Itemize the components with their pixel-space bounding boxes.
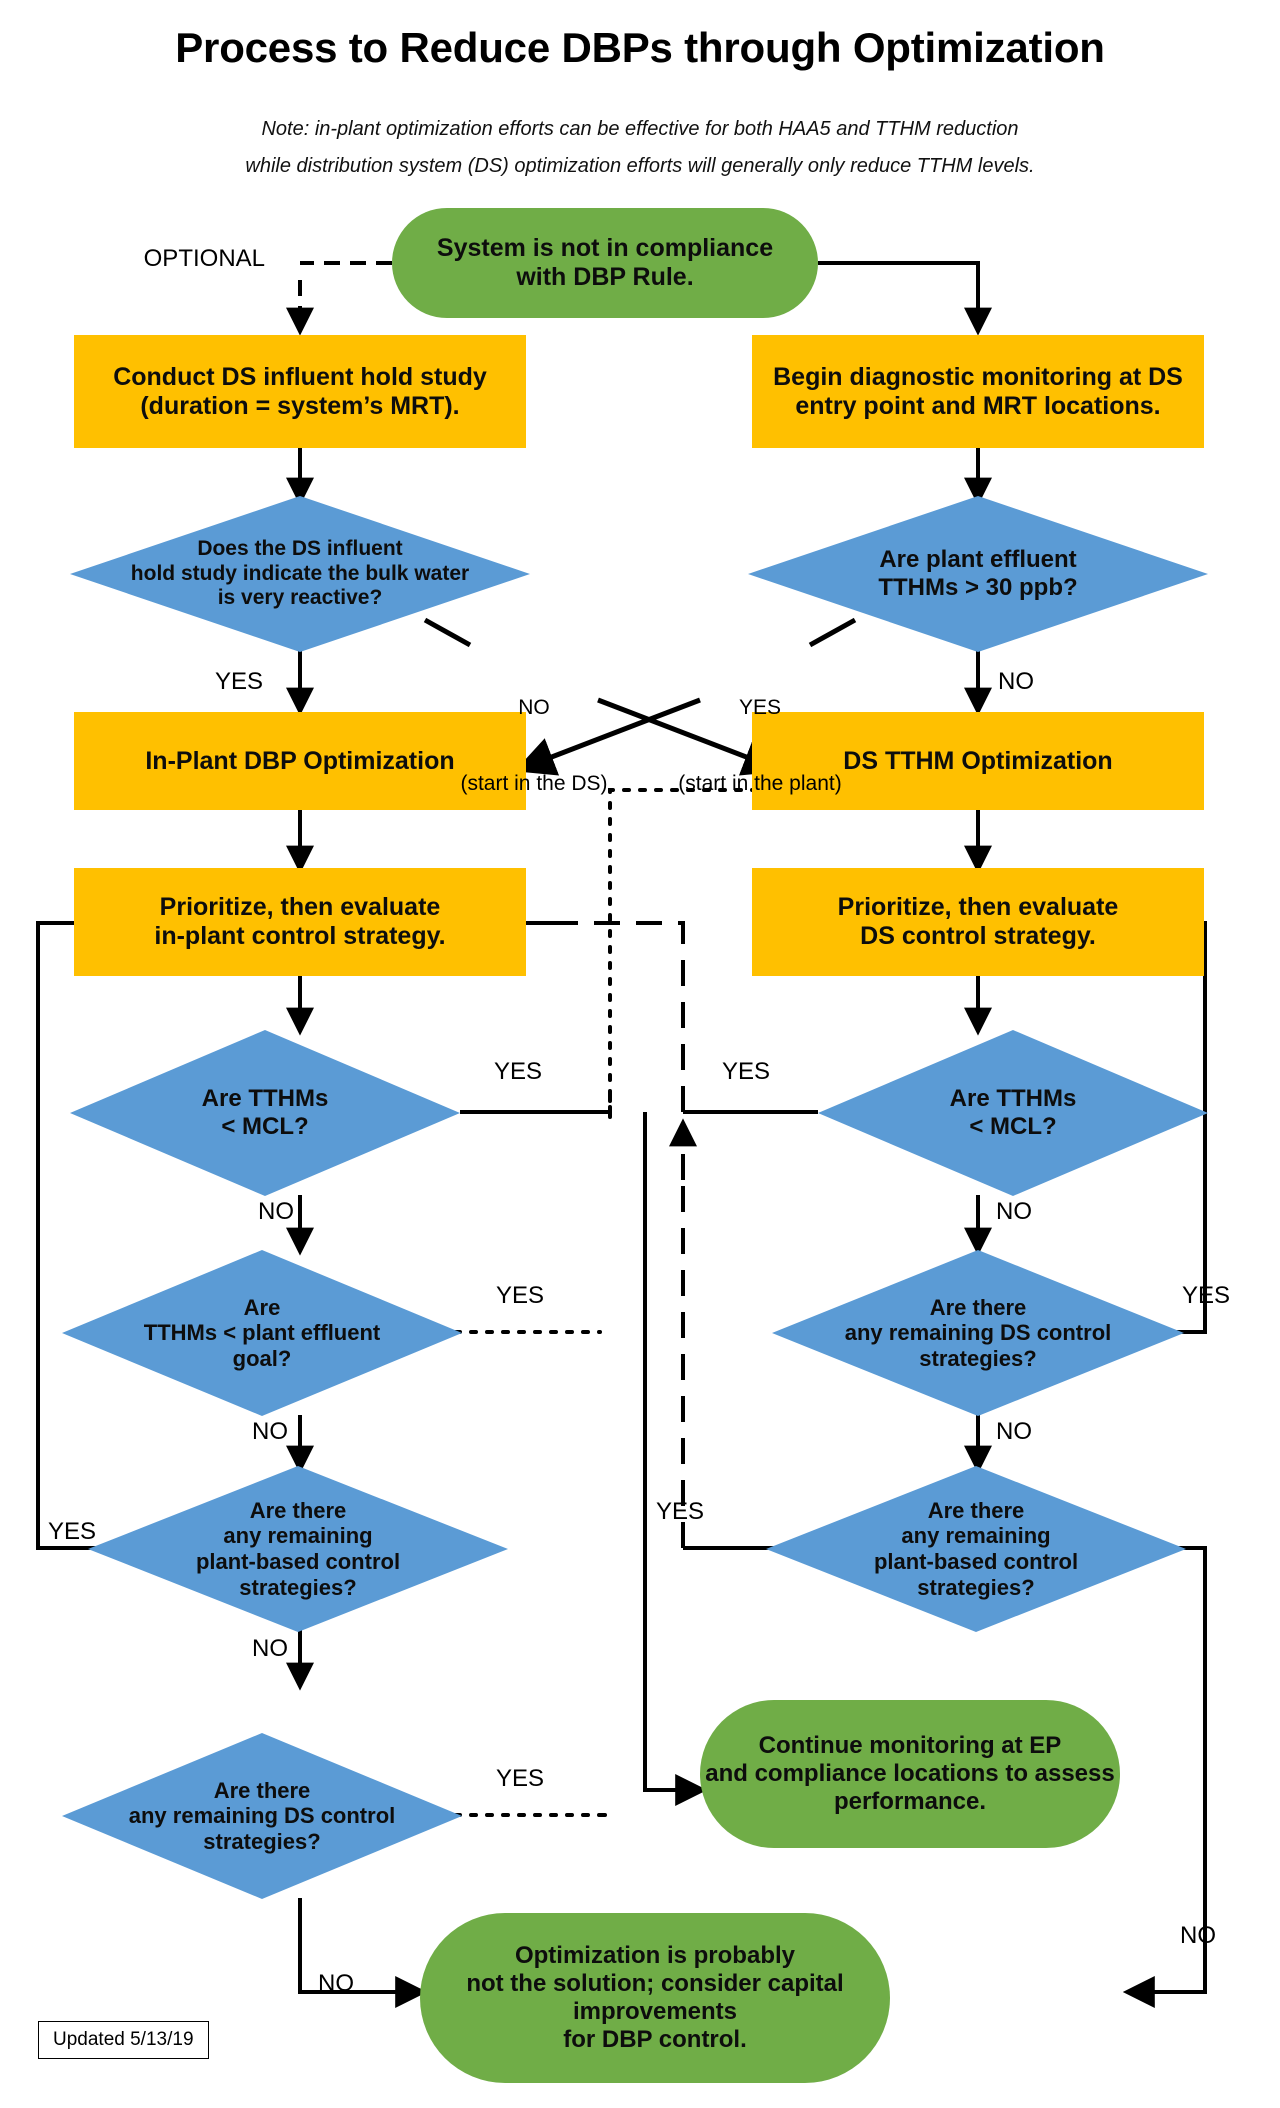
decision-remaining-plant-strategies-left[interactable]: Are there any remaining plant-based cont… [88,1466,508,1632]
edge-label-no-mcl-right: NO [996,1198,1032,1225]
edge-label-start-in-ds: (start in the DS) [460,771,608,795]
edge-label-yes: YES [738,696,782,720]
decision-tthms-below-mcl-right[interactable]: Are TTHMs < MCL? [818,1030,1208,1196]
page-title: Process to Reduce DBPs through Optimizat… [175,24,1105,71]
edge-label-no-mcl-left: NO [258,1198,294,1225]
decision-remaining-plant-strategies-right[interactable]: Are there any remaining plant-based cont… [766,1466,1186,1632]
node-label: Are there any remaining plant-based cont… [873,1497,1079,1600]
edge-label-yes-goal-left: YES [496,1282,545,1309]
node-label: Are TTHMs < MCL? [201,1085,329,1140]
node-start-not-compliant[interactable]: System is not in compliance with DBP Rul… [392,208,818,318]
decision-tthms-below-plant-effluent-goal[interactable]: Are TTHMs < plant effluent goal? [62,1250,462,1416]
decision-ds-influent-reactive[interactable]: Does the DS influent hold study indicate… [70,496,530,652]
node-label: Does the DS influent hold study indicate… [130,537,470,610]
node-label: Are there any remaining DS control strat… [128,1777,396,1854]
edge-label-no: NO [518,696,550,720]
edge-label-no-start-in-ds: NO (start in the DS) [434,645,634,847]
node-label: Prioritize, then evaluate in-plant contr… [154,893,446,950]
edge-label-no-remaining-plant-right: NO [1180,1922,1216,1949]
edge-label-yes-reactive: YES [215,668,264,695]
node-label: Are there any remaining DS control strat… [844,1294,1112,1371]
decision-tthms-below-mcl-left[interactable]: Are TTHMs < MCL? [70,1030,460,1196]
node-label: Prioritize, then evaluate DS control str… [837,893,1119,950]
edge-label-no-goal-left: NO [252,1418,288,1445]
node-begin-diagnostic-monitoring[interactable]: Begin diagnostic monitoring at DS entry … [752,335,1204,448]
edge-label-optional: OPTIONAL [143,245,265,272]
edge-label-yes-remaining-plant-left: YES [48,1518,97,1545]
node-label: Are there any remaining plant-based cont… [195,1497,401,1600]
edge-label-start-in-plant: (start in the plant) [678,771,842,795]
decision-plant-effluent-tthms-30ppb[interactable]: Are plant effluent TTHMs > 30 ppb? [748,496,1208,652]
updated-stamp: Updated 5/13/19 [38,2021,209,2059]
node-label: System is not in compliance with DBP Rul… [436,234,774,291]
node-prioritize-ds-strategy[interactable]: Prioritize, then evaluate DS control str… [752,868,1204,976]
node-label: In-Plant DBP Optimization [145,746,455,775]
note-line-1: Note: in-plant optimization efforts can … [261,118,1019,140]
node-in-plant-dbp-optimization[interactable]: In-Plant DBP Optimization [74,712,526,810]
edge-label-yes-remaining-plant-right: YES [656,1498,705,1525]
node-label: DS TTHM Optimization [843,746,1113,775]
edge-label-no-effluent30: NO [998,668,1034,695]
node-continue-monitoring[interactable]: Continue monitoring at EP and compliance… [700,1700,1120,1848]
edge-label-no-remaining-ds-right: NO [996,1418,1032,1445]
note-line-2: while distribution system (DS) optimizat… [245,155,1035,177]
node-capital-improvements[interactable]: Optimization is probably not the solutio… [420,1913,890,2083]
edge-label-yes-mcl-left: YES [494,1058,543,1085]
node-label: Are plant effluent TTHMs > 30 ppb? [878,546,1078,601]
edge-label-yes-remaining-ds-right: YES [1182,1282,1231,1309]
edge-label-yes-mcl-right: YES [722,1058,771,1085]
edge-label-yes-remaining-ds-left: YES [496,1765,545,1792]
node-prioritize-in-plant-strategy[interactable]: Prioritize, then evaluate in-plant contr… [74,868,526,976]
node-label: Are TTHMs < plant effluent goal? [143,1294,381,1371]
node-label: Optimization is probably not the solutio… [466,1942,844,2053]
node-conduct-hold-study[interactable]: Conduct DS influent hold study (duration… [74,335,526,448]
edge-label-no-remaining-ds-left: NO [318,1970,354,1997]
decision-remaining-ds-strategies-right[interactable]: Are there any remaining DS control strat… [772,1250,1184,1416]
edge-label-no-remaining-plant-left: NO [252,1635,288,1662]
edge-label-yes-start-in-plant: YES (start in the plant) [650,645,870,847]
decision-remaining-ds-strategies-left[interactable]: Are there any remaining DS control strat… [62,1733,462,1899]
node-ds-tthm-optimization[interactable]: DS TTHM Optimization [752,712,1204,810]
node-label: Are TTHMs < MCL? [949,1085,1077,1140]
node-label: Continue monitoring at EP and compliance… [705,1732,1115,1815]
node-label: Conduct DS influent hold study (duration… [113,362,487,420]
node-label: Begin diagnostic monitoring at DS entry … [773,362,1183,420]
